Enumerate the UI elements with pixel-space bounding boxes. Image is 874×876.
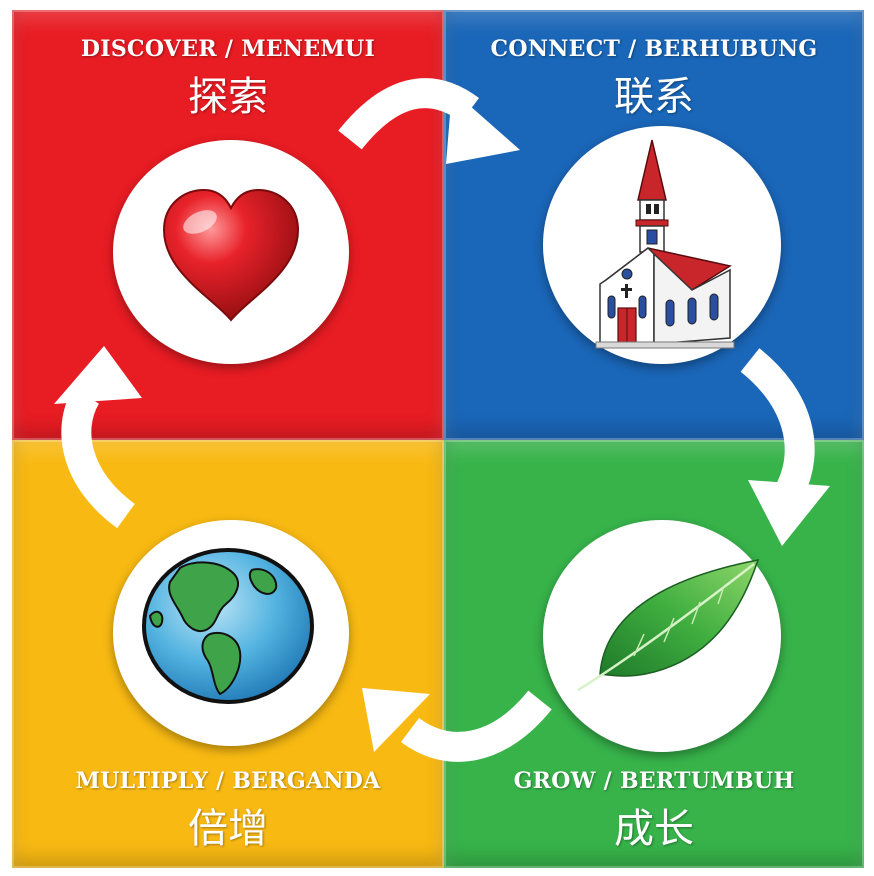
multiply-title-chinese: 倍增 (188, 806, 268, 852)
discover-title: DISCOVER / MENEMUI (80, 36, 376, 62)
connect-title: CONNECT / BERHUBUNG (490, 36, 818, 62)
grow-title: GROW / BERTUMBUH (513, 768, 795, 794)
earth-globe-icon (142, 548, 314, 704)
heart-icon (162, 188, 300, 322)
discover-title-chinese: 探索 (188, 74, 268, 120)
multiply-title: MULTIPLY / BERGANDA (75, 768, 381, 794)
church-icon (595, 139, 735, 349)
grow-title-chinese: 成长 (614, 806, 694, 852)
leaf-icon (577, 559, 760, 692)
connect-title-chinese: 联系 (614, 74, 694, 120)
